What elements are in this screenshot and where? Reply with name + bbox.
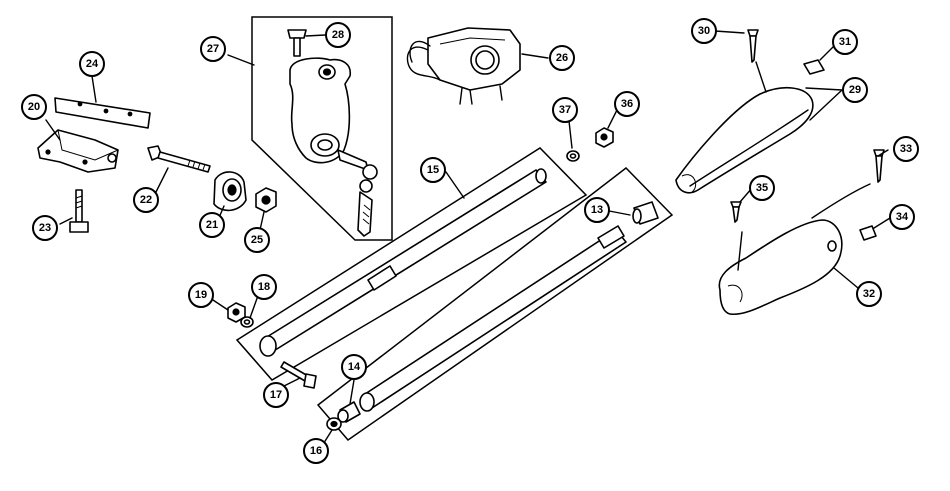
svg-text:29: 29 [849,84,861,96]
svg-text:23: 23 [39,222,51,234]
svg-text:35: 35 [756,182,768,194]
lock-assembly-frame [251,16,393,241]
svg-text:31: 31 [839,36,851,48]
callout-14: 14 [341,354,367,380]
svg-text:26: 26 [556,52,568,64]
callout-37: 37 [552,97,578,123]
steering-washer [566,150,580,162]
svg-text:19: 19 [195,289,207,301]
svg-text:32: 32 [863,288,875,300]
callout-34: 34 [889,204,915,230]
steering-nut [595,127,614,148]
cowl-screw-left [730,201,742,223]
svg-text:25: 25 [251,234,263,246]
cowl-clip-lower [859,225,877,241]
svg-text:37: 37 [559,104,571,116]
lower-column-cowl [718,183,871,316]
svg-text:30: 30 [698,25,710,37]
shaft-bush-lower [326,417,342,431]
shaft-bush-upper [337,401,361,423]
column-clamp [213,171,247,212]
callout-25: 25 [244,227,270,253]
callout-28: 28 [325,22,351,48]
svg-text:17: 17 [270,389,282,401]
callout-36: 36 [614,91,640,117]
svg-text:13: 13 [591,204,603,216]
svg-text:34: 34 [896,211,909,223]
callout-18: 18 [251,274,277,300]
callout-30: 30 [691,18,717,44]
mounting-bolt [69,189,89,233]
svg-text:21: 21 [206,219,218,231]
svg-text:20: 20 [28,101,40,113]
callout-21: 21 [199,212,225,238]
svg-text:24: 24 [86,58,99,70]
upper-column-cowl [675,87,814,194]
callout-22: 22 [133,187,159,213]
cowl-screw-right [873,149,885,183]
callout-17: 17 [263,382,289,408]
svg-text:36: 36 [621,98,633,110]
callout-31: 31 [832,29,858,55]
inner-steering-shaft [359,225,627,412]
outer-column-tube [259,168,547,357]
svg-text:14: 14 [348,361,361,373]
column-bracket [37,129,119,173]
clamp-nut [255,187,277,213]
callout-32: 32 [856,281,882,307]
callout-13: 13 [584,197,610,223]
svg-text:22: 22 [140,194,152,206]
callout-33: 33 [893,136,919,162]
mounting-plate [54,97,151,129]
svg-text:16: 16 [310,445,322,457]
callout-19: 19 [188,282,214,308]
cowl-screw-upper [747,29,767,93]
callout-26: 26 [549,45,575,71]
svg-text:28: 28 [332,29,344,41]
svg-text:33: 33 [900,143,912,155]
callout-15: 15 [420,157,446,183]
column-switch-unit [406,27,521,105]
lock-screw [287,29,307,57]
column-nut [227,302,246,323]
callout-35: 35 [749,175,775,201]
column-tube-frame [235,147,588,381]
svg-text:27: 27 [207,43,219,55]
callout-27: 27 [200,36,226,62]
pinch-bolt [280,361,317,389]
callout-24: 24 [79,51,105,77]
callout-23: 23 [32,215,58,241]
callout-29: 29 [842,77,868,103]
callout-16: 16 [303,438,329,464]
ignition-lock [289,57,378,237]
column-washer [240,316,254,328]
callout-20: 20 [21,94,47,120]
svg-text:15: 15 [427,164,439,176]
cowl-clip-upper [803,59,825,75]
upper-bush [632,201,659,225]
svg-text:18: 18 [258,281,270,293]
clamp-bolt [147,145,211,173]
